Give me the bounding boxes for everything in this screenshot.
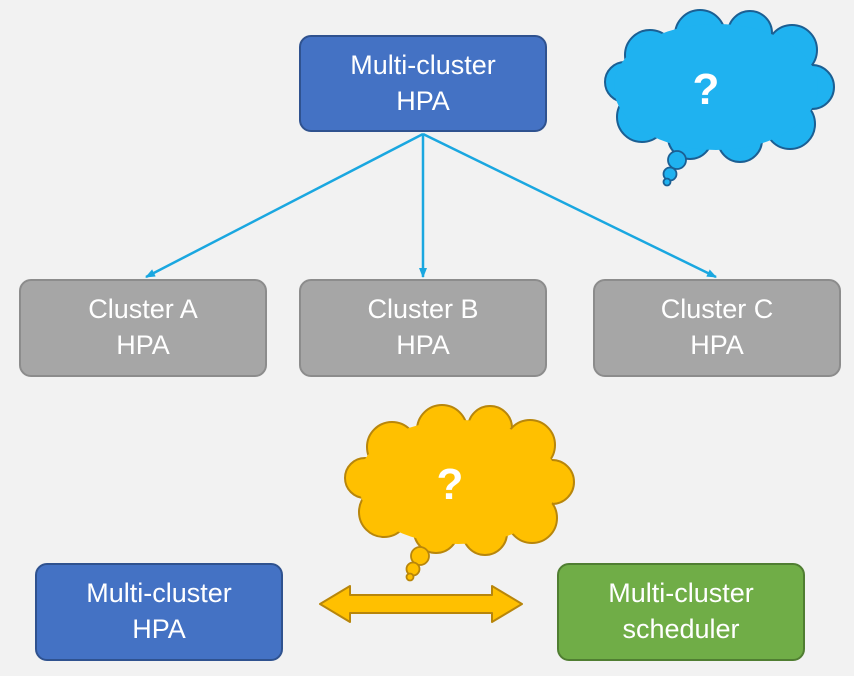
arrow-to-cluster-c	[422, 132, 717, 279]
cluster-c-hpa-box: Cluster C HPA	[593, 279, 841, 377]
box-label-line2: HPA	[690, 330, 744, 360]
box-label-line2: HPA	[132, 614, 186, 644]
box-label-line1: Multi-cluster	[86, 578, 232, 609]
multi-cluster-hpa-top-box: Multi-cluster HPA	[299, 35, 547, 132]
arrow-to-cluster-a	[145, 132, 424, 279]
cluster-a-hpa-box: Cluster A HPA	[19, 279, 267, 377]
question-mark-icon: ?	[437, 460, 464, 509]
box-label-line2: scheduler	[622, 614, 740, 644]
box-label-line1: Cluster C	[660, 294, 774, 325]
box-label-line2: HPA	[116, 330, 170, 360]
box-label-line2: HPA	[396, 330, 450, 360]
box-label-line1: Cluster B	[367, 294, 479, 325]
box-label-line1: Cluster A	[88, 294, 198, 325]
multi-cluster-hpa-bottom-box: Multi-cluster HPA	[35, 563, 283, 661]
cluster-b-hpa-box: Cluster B HPA	[299, 279, 547, 377]
question-mark-icon: ?	[693, 65, 720, 114]
box-label-line2: HPA	[396, 85, 450, 116]
box-label-line1: Multi-cluster	[608, 578, 754, 609]
box-label-line1: Multi-cluster	[350, 49, 496, 80]
multi-cluster-scheduler-box: Multi-cluster scheduler	[557, 563, 805, 661]
